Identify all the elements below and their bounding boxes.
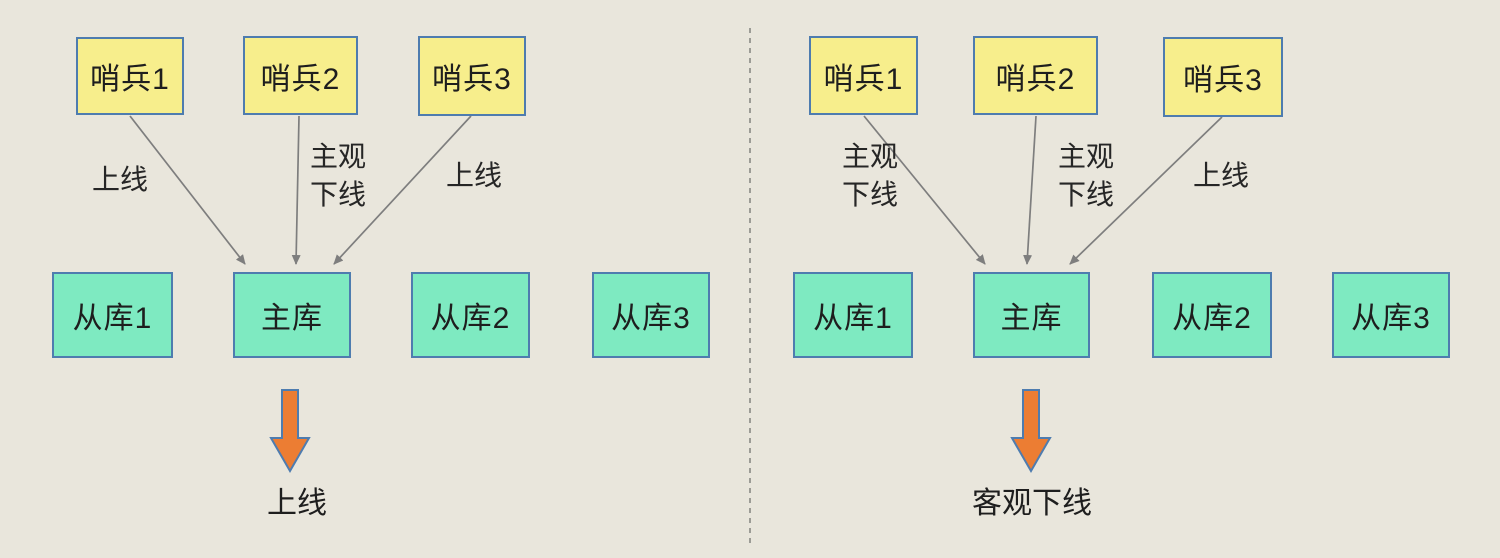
right-sentinel2-to-master-arrow (1023, 115, 1037, 265)
right-sentinel-2-box: 哨兵2 (973, 36, 1098, 115)
left-sentinel-3-box: 哨兵3 (418, 36, 526, 116)
left-replica-2-box: 从库2 (411, 272, 530, 358)
left-edge-label-3: 上线 (445, 160, 502, 191)
right-result-down-arrow-icon (1010, 389, 1052, 474)
left-edge-label-1: 上线 (91, 164, 148, 195)
right-edge-label-2: 主观 下线 (1057, 141, 1114, 210)
right-master-box: 主库 (973, 272, 1090, 358)
left-master-box: 主库 (233, 272, 351, 358)
left-sentinel-2-box: 哨兵2 (243, 36, 358, 115)
left-edge-label-2: 主观 下线 (309, 141, 366, 210)
left-replica-3-box: 从库3 (592, 272, 710, 358)
left-result-down-arrow-icon (269, 389, 311, 474)
right-replica-1-box: 从库1 (793, 272, 913, 358)
right-result-label: 客观下线 (972, 487, 1092, 520)
right-sentinel-3-box: 哨兵3 (1163, 37, 1283, 117)
left-sentinel-1-box: 哨兵1 (76, 37, 184, 115)
right-edge-label-3: 上线 (1192, 160, 1249, 191)
right-replica-2-box: 从库2 (1152, 272, 1272, 358)
left-result-label: 上线 (267, 487, 327, 520)
right-replica-3-box: 从库3 (1332, 272, 1450, 358)
right-edge-label-1: 主观 下线 (841, 141, 898, 210)
right-sentinel-1-box: 哨兵1 (809, 36, 918, 115)
left-replica-1-box: 从库1 (52, 272, 173, 358)
